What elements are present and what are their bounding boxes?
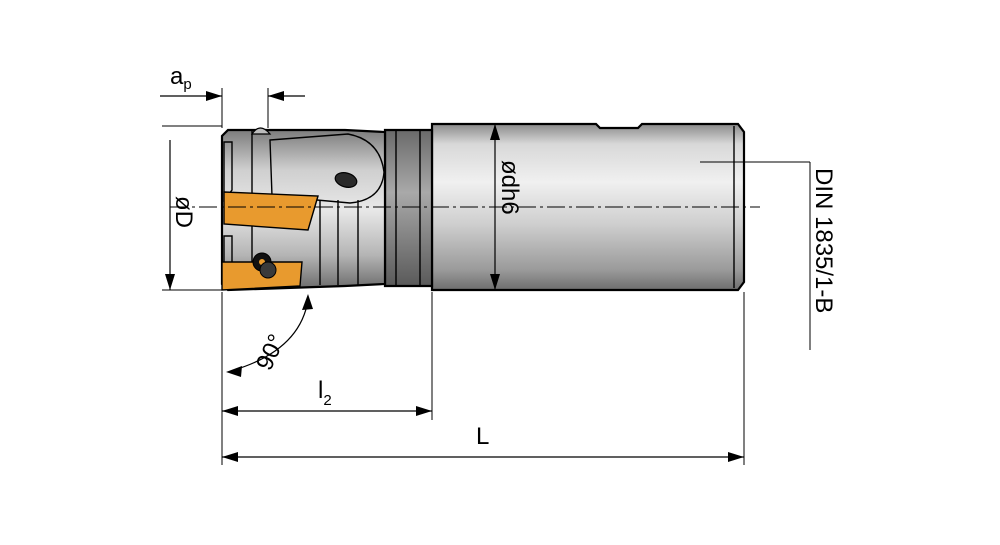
dimension-dh6: ødh6 [490,124,523,290]
shank-diameter-label: ødh6 [496,160,523,215]
neck [383,128,434,288]
din-standard-label: DIN 1835/1-B [810,168,837,313]
diameter-D-label: øD [170,196,197,228]
dimension-D: øD [162,125,222,291]
top-screw [250,127,272,135]
ap-label: ap [170,63,192,93]
l2-label: l2 [318,377,332,409]
dimension-L: L [222,292,745,465]
chip-pocket [269,133,385,204]
insert-top [223,191,319,231]
dimension-ap: ap [160,63,305,128]
front-insert-seat [223,141,233,202]
din-callout: DIN 1835/1-B [700,161,837,350]
dimension-angle: 90° [221,292,313,465]
angle-label: 90° [251,330,291,374]
dimension-l2: l2 [222,292,433,420]
length-L-label: L [476,423,489,450]
coolant-hole [334,172,358,188]
insert-screw-head [259,261,277,279]
inserts [221,191,319,291]
